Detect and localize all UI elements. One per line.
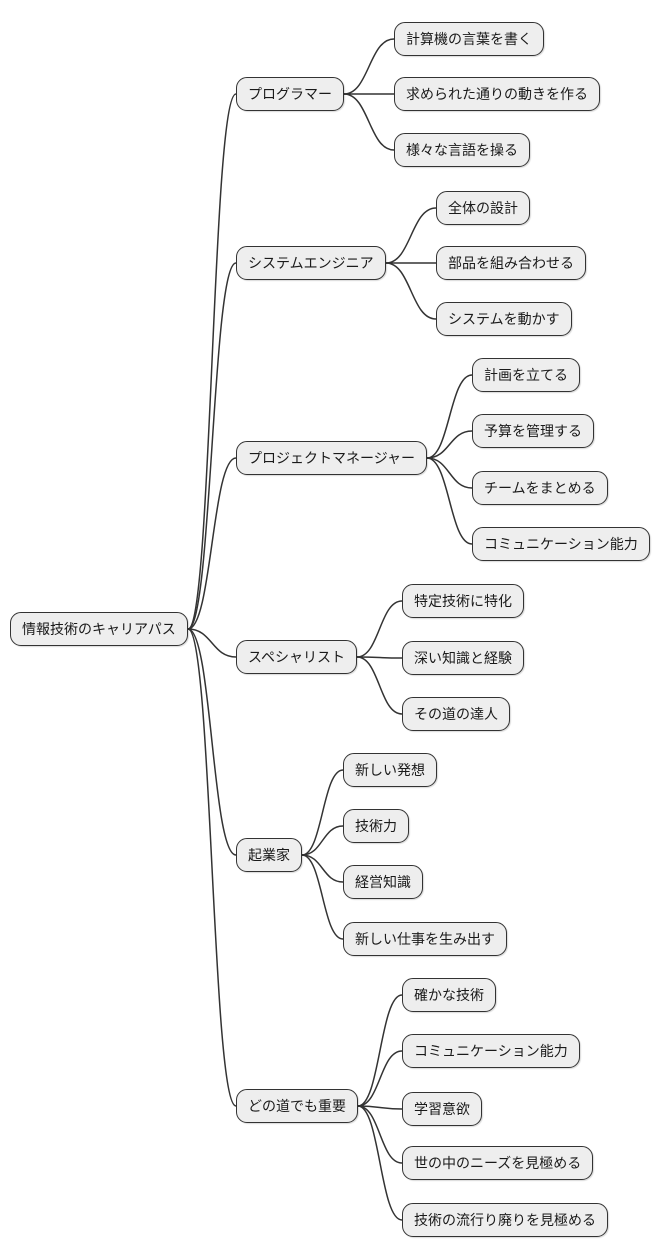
node-leaf: 学習意欲	[402, 1092, 482, 1126]
node-leaf: システムを動かす	[436, 302, 572, 336]
edge	[301, 769, 344, 856]
node-leaf: 求められた通りの動きを作る	[394, 77, 600, 111]
edge	[187, 628, 237, 658]
node-leaf: 予算を管理する	[472, 414, 594, 448]
node-leaf: チームをまとめる	[472, 471, 608, 505]
node-leaf: コミュニケーション能力	[402, 1034, 580, 1068]
edge	[301, 854, 344, 883]
node-leaf: 新しい仕事を生み出す	[343, 922, 507, 956]
node-leaf: 様々な言語を操る	[394, 133, 530, 167]
node-branch-programmer: プログラマー	[236, 77, 344, 111]
node-leaf: 部品を組み合わせる	[436, 246, 586, 280]
edge	[187, 628, 237, 856]
edge	[357, 1105, 403, 1164]
node-leaf: 技術の流行り廃りを見極める	[402, 1203, 608, 1237]
node-branch-specialist: スペシャリスト	[236, 640, 358, 674]
node-leaf: 技術力	[343, 809, 409, 843]
edge	[426, 374, 473, 459]
node-branch-entrepreneur: 起業家	[236, 838, 302, 872]
node-leaf: 計算機の言葉を書く	[394, 22, 544, 56]
node-leaf: 全体の設計	[436, 191, 530, 225]
edge	[356, 656, 403, 715]
node-leaf: 経営知識	[343, 865, 423, 899]
node-leaf: その道の達人	[402, 697, 510, 731]
node-branch-project-manager: プロジェクトマネージャー	[236, 441, 428, 475]
edge	[426, 457, 473, 545]
edge	[357, 1105, 403, 1221]
node-leaf: 深い知識と経験	[402, 641, 524, 675]
edge	[343, 93, 395, 151]
edge	[426, 457, 473, 489]
node-leaf: 新しい発想	[343, 753, 437, 787]
edge	[357, 1105, 403, 1110]
edge	[301, 825, 344, 856]
node-leaf: 確かな技術	[402, 978, 496, 1012]
node-branch-system-engineer: システムエンジニア	[236, 246, 386, 280]
node-leaf: コミュニケーション能力	[472, 527, 650, 561]
node-leaf: 計画を立てる	[472, 358, 580, 392]
edge	[187, 628, 237, 1107]
edge	[385, 207, 437, 264]
edge	[385, 262, 437, 320]
edge	[426, 430, 473, 459]
edge	[301, 854, 344, 940]
edge	[343, 38, 395, 95]
node-leaf: 世の中のニーズを見極める	[402, 1146, 594, 1180]
edge	[187, 93, 237, 630]
edge	[356, 656, 403, 659]
node-root: 情報技術のキャリアパス	[10, 612, 188, 646]
edge	[356, 600, 403, 658]
edge	[357, 994, 403, 1107]
node-branch-important-everywhere: どの道でも重要	[236, 1089, 358, 1123]
node-leaf: 特定技術に特化	[402, 584, 524, 618]
edge	[187, 262, 237, 630]
edge	[187, 457, 237, 630]
edge	[357, 1050, 403, 1107]
